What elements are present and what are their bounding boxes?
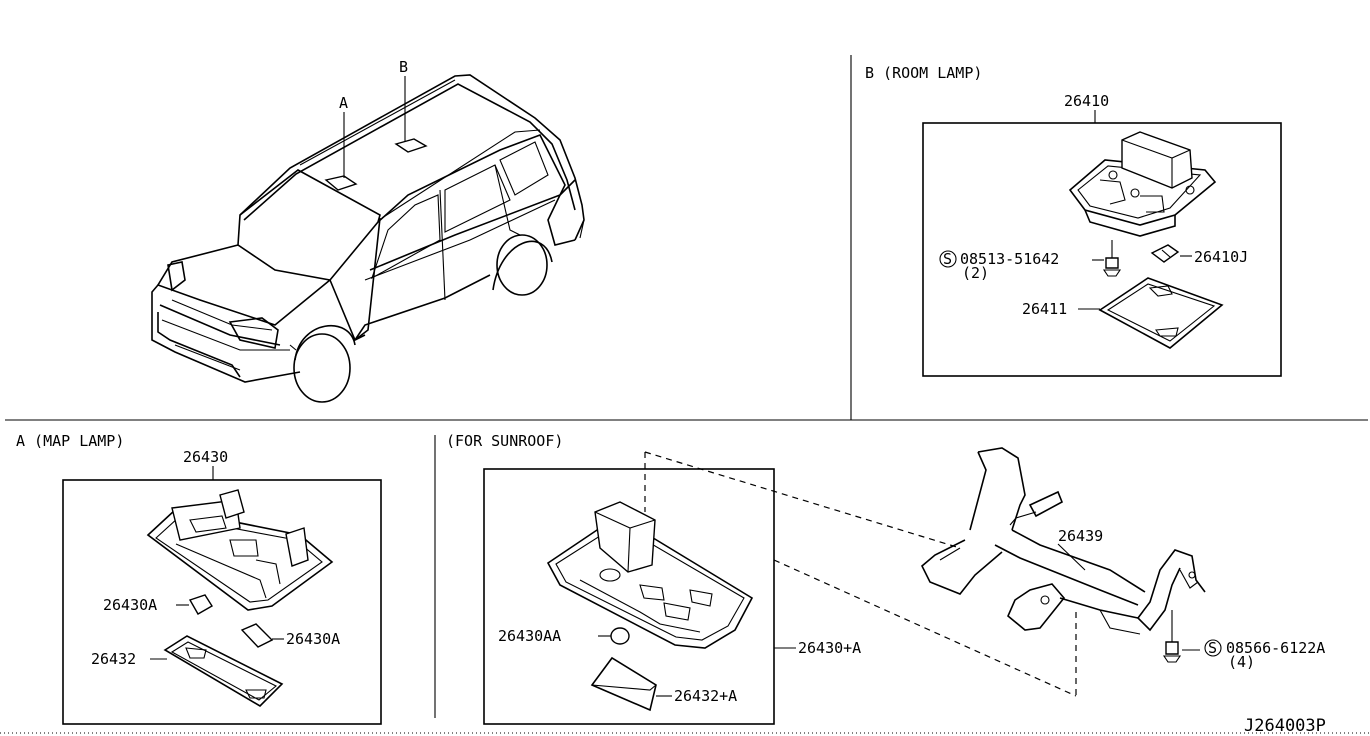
part-26410j-label: 26410J [1194, 248, 1248, 266]
room-lamp-lens [1098, 277, 1224, 349]
sunroof-dashed-leader-3 [773, 559, 1077, 697]
part-26410-label: 26410 [1064, 92, 1109, 110]
part-26432plusa-label: 26432+A [674, 687, 737, 705]
screw-symbol-s [1204, 639, 1222, 657]
part-26411-label: 26411 [1022, 300, 1067, 318]
part-26430a-left-label: 26430A [103, 596, 157, 614]
part-26430plusa-label: 26430+A [798, 639, 861, 657]
sunroof-lamp-box [483, 468, 775, 725]
part-26432-label: 26432 [91, 650, 136, 668]
callout-b: B [399, 58, 408, 76]
vehicle-illustration [151, 74, 585, 403]
section-title-for-sunroof: (FOR SUNROOF) [446, 432, 563, 450]
part-08566-6122a-label: 08566-6122A [1226, 639, 1325, 657]
section-title-map-lamp: A (MAP LAMP) [16, 432, 124, 450]
part-08566-6122a-qty: (4) [1228, 653, 1255, 671]
room-lamp-housing [1068, 131, 1217, 237]
part-26430a-right-label: 26430A [286, 630, 340, 648]
map-lamp-housing [146, 489, 334, 611]
callout-a: A [339, 94, 348, 112]
part-26430aa-label: 26430AA [498, 627, 561, 645]
part-26430-label: 26430 [183, 448, 228, 466]
diagram-code: J264003P [1244, 716, 1326, 736]
room-lamp-box [922, 122, 1282, 377]
map-lamp-bulb-left [188, 594, 213, 615]
bracket-screw [1162, 610, 1182, 663]
map-lamp-bulb-right [240, 623, 274, 648]
screw-symbol-b [939, 250, 957, 268]
sunroof-lamp-lens [590, 656, 657, 712]
sunroof-dashed-leader-2 [644, 451, 961, 549]
sunroof-lamp-housing [546, 501, 754, 649]
part-26439-label: 26439 [1058, 527, 1103, 545]
map-lamp-lens [163, 635, 284, 708]
section-title-room-lamp: B (ROOM LAMP) [865, 64, 982, 82]
map-lamp-box [62, 479, 382, 725]
screw-symbol-s-letter: S [1208, 639, 1217, 657]
screw-symbol-b-letter: S [943, 250, 952, 268]
part-08513-51642-label: 08513-51642 [960, 250, 1059, 268]
sunroof-lamp-bulb [610, 627, 630, 645]
room-lamp-screw [1102, 240, 1122, 277]
room-lamp-bulb [1150, 244, 1180, 263]
part-08513-51642-qty: (2) [962, 264, 989, 282]
sunroof-bracket [921, 447, 1206, 635]
